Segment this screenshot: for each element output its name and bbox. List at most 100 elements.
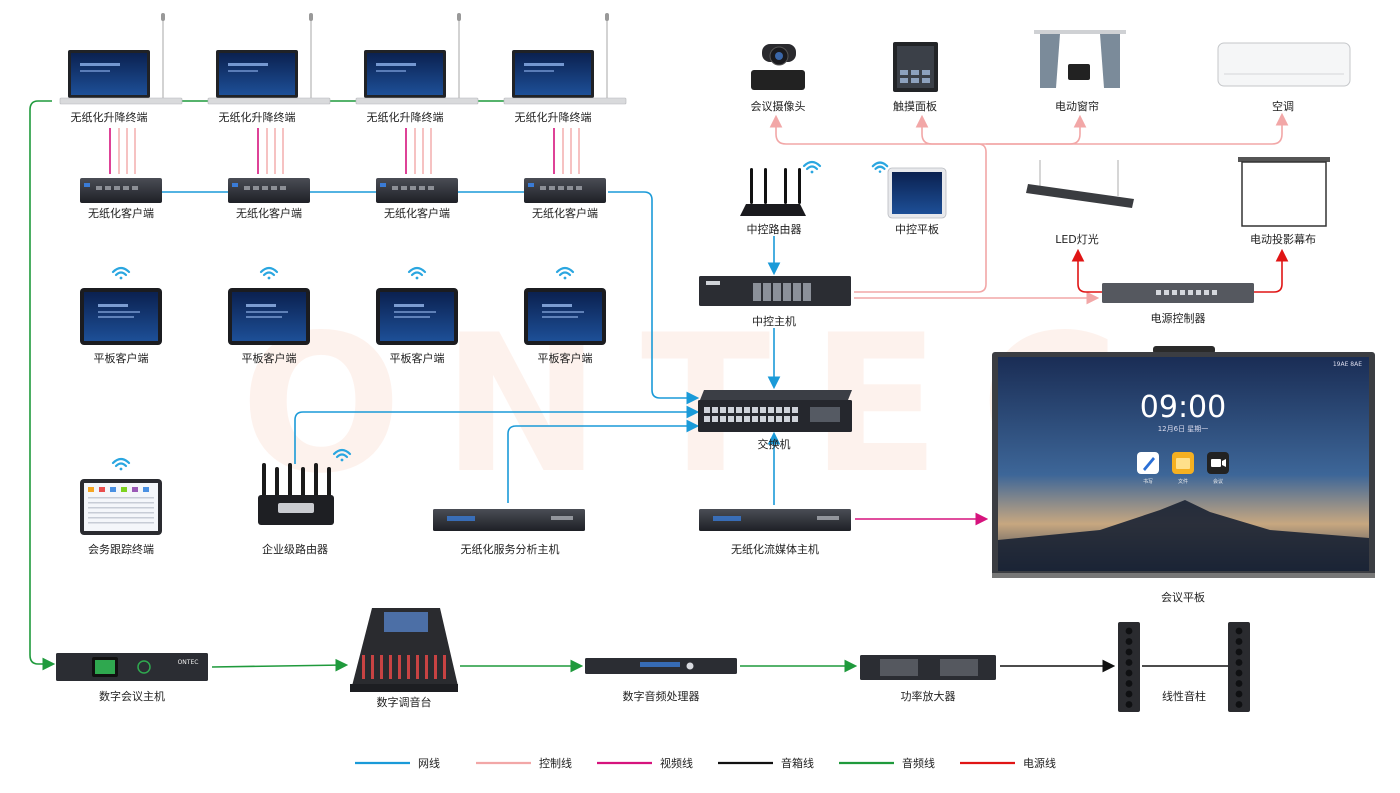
label-central-pad: 中控平板 [895,222,939,236]
wifi-icon [259,266,279,280]
label-paperless-client-4: 无纸化客户端 [532,206,598,220]
legend-label: 音箱线 [781,756,814,770]
pen-icon [1143,457,1155,471]
audio-processor [585,658,737,674]
label-screen: 电动投影幕布 [1250,232,1316,246]
legend-item-1: 网线 [355,756,440,770]
tablet-client-1: 平板客户端 [80,266,162,365]
paperless-client-4: 无纸化客户端 [524,178,606,220]
wifi-icon [802,160,822,174]
video-icon [1211,459,1221,467]
legend-item-3: 视频线 [597,756,693,770]
label-enterprise-router: 企业级路由器 [262,542,328,556]
label-amp: 功率放大器 [901,689,956,703]
paperless-terminal-1: 无纸化升降终端 [59,13,183,124]
label-tracking-terminal: 会务跟踪终端 [88,542,154,556]
app-label-meeting: 会议 [1213,478,1223,485]
app-label-write: 书写 [1143,478,1153,485]
legend: 网线 控制线 视频线 音箱线 音频线 电源线 [355,756,1056,770]
label-tablet-client-3: 平板客户端 [390,351,445,365]
tablet-client-3: 平板客户端 [376,266,458,365]
projection-screen [1238,157,1330,227]
electric-curtain [1034,30,1126,88]
paperless-terminal-3: 无纸化升降终端 [355,13,479,124]
legend-item-2: 控制线 [476,756,572,770]
label-tablet-client-1: 平板客户端 [94,351,149,365]
label-dsp: 数字音频处理器 [623,689,700,703]
label-conf-host: 数字会议主机 [99,689,165,703]
label-switch: 交换机 [758,437,791,451]
label-paperless-terminal-1: 无纸化升降终端 [71,110,148,124]
tracking-terminal [80,457,162,535]
wifi-icon [111,266,131,280]
line-speaker-2 [1228,622,1250,712]
legend-label: 视频线 [660,756,693,770]
legend-item-4: 音箱线 [718,756,814,770]
line-speaker-1 [1118,622,1140,712]
label-aircon: 空调 [1272,99,1294,113]
power-amplifier [860,655,996,680]
label-tablet-client-2: 平板客户端 [242,351,297,365]
central-pad [871,161,947,219]
wifi-icon [111,457,131,471]
service-host [433,509,585,531]
led-light [1026,160,1134,208]
label-service-host: 无纸化服务分析主机 [461,542,560,556]
display-date: 12月6日 星期一 [1158,425,1209,433]
paperless-terminal-4: 无纸化升降终端 [503,13,627,124]
paperless-client-3: 无纸化客户端 [376,178,458,220]
label-paperless-client-1: 无纸化客户端 [88,206,154,220]
meeting-camera [751,44,805,90]
switch [698,390,852,432]
label-central-host: 中控主机 [752,314,796,328]
touch-panel [893,42,938,92]
label-power-ctrl: 电源控制器 [1151,311,1206,325]
label-meeting-pad: 会议平板 [1161,590,1205,604]
wifi-icon [871,161,889,173]
enterprise-router [258,448,352,525]
wifi-icon [555,266,575,280]
paperless-client-1: 无纸化客户端 [80,178,162,220]
digital-mixer [350,608,458,692]
label-paperless-terminal-4: 无纸化升降终端 [515,110,592,124]
app-label-files: 文件 [1178,478,1188,485]
label-tablet-client-4: 平板客户端 [538,351,593,365]
display-time: 09:00 [1140,390,1226,425]
label-paperless-terminal-3: 无纸化升降终端 [367,110,444,124]
tablet-client-4: 平板客户端 [524,266,606,365]
label-touch-panel: 触摸面板 [893,99,937,113]
legend-item-6: 电源线 [960,756,1056,770]
label-paperless-client-2: 无纸化客户端 [236,206,302,220]
conf-host-brand: ONTEC [178,659,199,666]
label-paperless-client-3: 无纸化客户端 [384,206,450,220]
legend-label: 电源线 [1023,756,1056,770]
legend-label: 网线 [418,756,440,770]
label-paperless-terminal-2: 无纸化升降终端 [219,110,296,124]
central-host [699,276,851,306]
central-router [740,160,822,216]
label-speaker: 线性音柱 [1162,689,1206,703]
wifi-icon [332,448,352,462]
wifi-icon [407,266,427,280]
legend-item-5: 音频线 [839,756,935,770]
label-stream-host: 无纸化流媒体主机 [731,542,819,556]
power-controller [1102,283,1254,303]
legend-label: 控制线 [539,756,572,770]
conference-host: ONTEC [56,653,208,681]
legend-label: 音频线 [902,756,935,770]
label-camera: 会议摄像头 [751,99,806,113]
paperless-client-2: 无纸化客户端 [228,178,310,220]
display-status: 19AE 8AE [1333,361,1362,368]
display-apps: 书写 文件 会议 [1137,452,1229,485]
folder-icon [1176,458,1190,469]
label-central-router: 中控路由器 [747,222,802,236]
label-led: LED灯光 [1055,232,1099,246]
stream-host [699,509,851,531]
paperless-terminal-2: 无纸化升降终端 [207,13,331,124]
label-curtain: 电动窗帘 [1055,99,1099,113]
label-mixer: 数字调音台 [377,695,432,709]
meeting-pad: 09:00 12月6日 星期一 19AE 8AE 书写 文件 会议 [992,346,1375,578]
tablet-client-2: 平板客户端 [228,266,310,365]
